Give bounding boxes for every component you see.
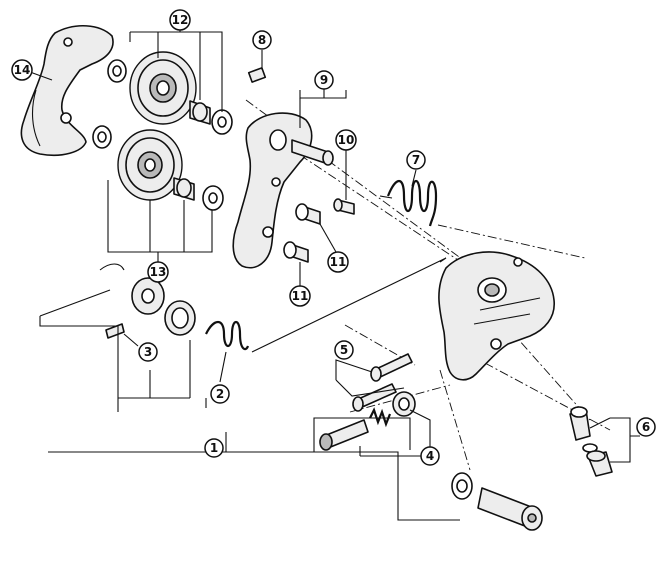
- tension-pulley-group: [92, 125, 224, 211]
- callout-1: 1: [204, 438, 224, 458]
- adjust-screws: [319, 353, 416, 451]
- callout-11-upper: 11: [327, 251, 349, 273]
- callout-6-label: 6: [642, 420, 650, 434]
- callout-9-label: 9: [320, 73, 328, 87]
- callout-8-label: 8: [258, 33, 266, 47]
- callout-3: 3: [138, 342, 158, 362]
- callout-12-label: 12: [172, 13, 189, 27]
- derailleur-body: [438, 251, 555, 381]
- callout-11-lower-label: 11: [292, 289, 309, 303]
- callout-4-label: 4: [426, 449, 434, 463]
- b-axle-parts: [99, 263, 250, 351]
- leader-lines: [29, 22, 640, 521]
- guide-pulley-group: [107, 51, 233, 135]
- callout-2-label: 2: [216, 387, 224, 401]
- callout-10: 10: [335, 129, 357, 151]
- callout-8: 8: [252, 30, 272, 50]
- small-bolts: [247, 67, 355, 263]
- callout-11-upper-label: 11: [330, 255, 347, 269]
- callout-10-label: 10: [338, 133, 355, 147]
- callout-7-label: 7: [412, 153, 420, 167]
- callout-11-lower: 11: [289, 285, 311, 307]
- callout-12: 12: [169, 9, 191, 31]
- callout-6: 6: [636, 417, 656, 437]
- callout-13: 13: [147, 261, 169, 283]
- callout-4: 4: [420, 446, 440, 466]
- callout-3-label: 3: [144, 345, 152, 359]
- callout-2: 2: [210, 384, 230, 404]
- callout-13-label: 13: [150, 265, 167, 279]
- callout-5: 5: [334, 340, 354, 360]
- callout-9: 9: [314, 70, 334, 90]
- cage-spring: [379, 179, 438, 227]
- inner-plate: [232, 112, 334, 269]
- cable-stop-parts: [569, 406, 613, 477]
- callout-1-label: 1: [210, 441, 218, 455]
- callout-14-label: 14: [14, 63, 31, 77]
- callout-14: 14: [11, 59, 33, 81]
- outer-plate: [20, 24, 114, 157]
- callout-5-label: 5: [340, 343, 348, 357]
- mounting-bolt: [451, 472, 543, 531]
- callout-7: 7: [406, 150, 426, 170]
